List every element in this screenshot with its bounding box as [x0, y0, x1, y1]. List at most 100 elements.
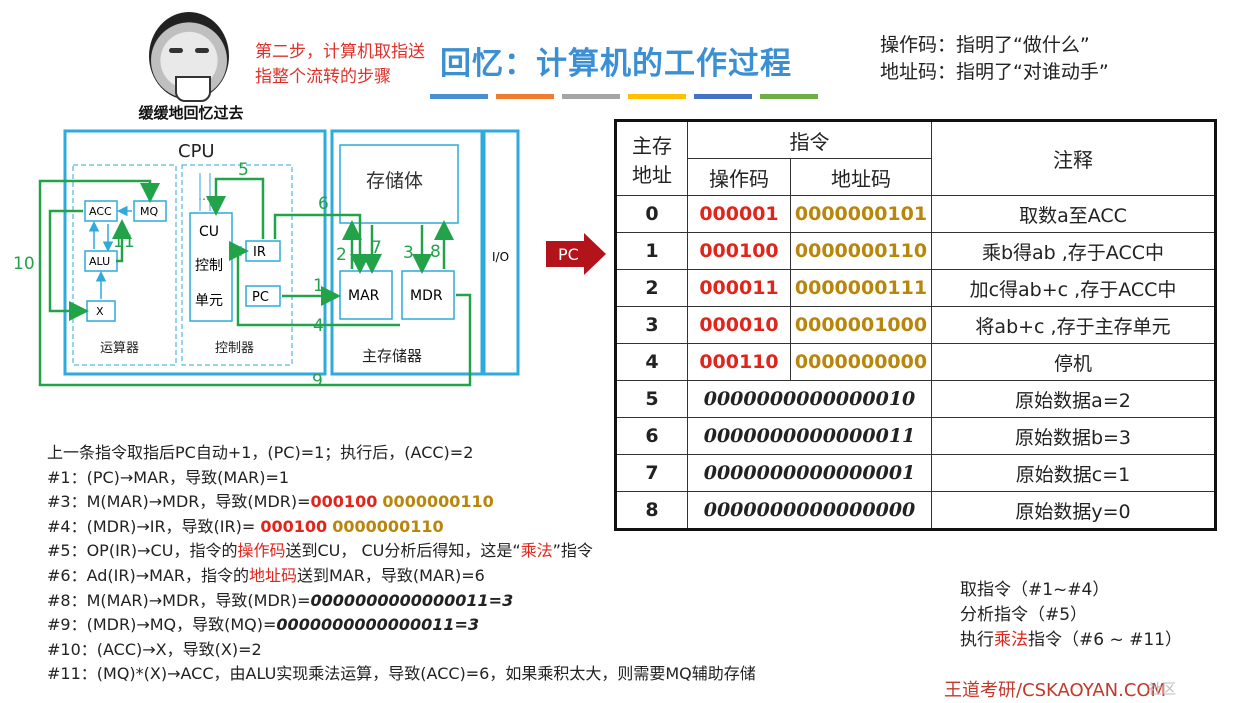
step-line-3: #3：M(MAR)→MDR，导致(MDR)=000100 0000000110 — [47, 490, 756, 515]
io-box — [482, 129, 520, 376]
row-opcode: 000110 — [687, 343, 791, 381]
row-note: 原始数据b=3 — [931, 417, 1216, 455]
step-note: 第二步，计算机取指送指整个流转的步骤 — [255, 42, 425, 87]
row-opcode: 000001 — [687, 195, 791, 233]
row-opcode: 000010 — [687, 306, 791, 344]
addr-header: 主存 地址 — [615, 120, 688, 196]
step-3-address: 0000000110 — [382, 492, 494, 512]
storage-body-label: 存储体 — [366, 170, 423, 192]
step-line-1: #1：(PC)→MAR，导致(MAR)=1 — [47, 467, 290, 487]
pc-pointer-label: PC — [558, 245, 579, 264]
step-4: 4 — [313, 316, 324, 336]
color-bar — [430, 94, 488, 99]
row-note: 原始数据a=2 — [931, 380, 1216, 418]
step-line-11: #11：(MQ)*(X)→ACC，由ALU实现乘法运算，导致(ACC)=6，如果… — [47, 664, 756, 684]
row-address: 0 — [615, 195, 688, 233]
controller-box — [181, 164, 293, 366]
phase-exec-multiply: 乘法 — [994, 630, 1028, 650]
note-header: 注释 — [931, 120, 1216, 196]
row-note: 原始数据c=1 — [931, 454, 1216, 492]
meme-sticker: 缓缓地回忆过去 — [135, 12, 245, 124]
alu-label: ALU — [89, 255, 110, 268]
color-bar — [628, 94, 686, 99]
step-10: 10 — [13, 254, 35, 274]
step-4-opcode: 000100 — [260, 516, 328, 536]
step-4-text: #4：(MDR)→IR，导致(IR)= — [47, 516, 261, 536]
row-address: 5 — [615, 380, 688, 418]
alu-unit-label: 运算器 — [100, 341, 139, 356]
row-opcode: 000011 — [687, 269, 791, 307]
phase-fetch: 取指令（#1~#4） — [960, 580, 1110, 600]
step-1: 1 — [313, 276, 324, 296]
cpu-box — [63, 129, 327, 376]
computer-architecture-diagram: CPU 运算器 控制器 … ACC MQ ALU X CU 控制 单元 IR P… — [13, 129, 520, 391]
addr-header-line2: 地址 — [632, 162, 672, 187]
step-line-10: #10：(ACC)→X，导致(X)=2 — [47, 639, 262, 659]
row-note: 取数a至ACC — [931, 195, 1216, 233]
step-number-labels: 1 2 4 5 6 7 3 8 9 10 11 — [13, 160, 441, 391]
row-address-code: 0000000111 — [790, 269, 932, 307]
row-address: 8 — [615, 491, 688, 530]
step-9: 9 — [312, 371, 323, 391]
step-line-6: #6：Ad(IR)→MAR，指令的地址码送到MAR，导致(MAR)=6 — [47, 564, 756, 589]
cpu-label: CPU — [178, 141, 215, 162]
watermark-text: 社区 — [1148, 682, 1176, 698]
title-color-bars — [430, 94, 818, 99]
cu-line2: 控制 — [195, 258, 223, 274]
x-label: X — [96, 305, 104, 318]
row-address-code: 0000001000 — [790, 306, 932, 344]
opcode-legend: 操作码：指明了“做什么” — [880, 34, 1090, 56]
opcode-header: 操作码 — [687, 158, 791, 196]
row-data-value: 0000000000000001 — [687, 454, 932, 492]
step-6-address-word: 地址码 — [249, 565, 298, 585]
step-5: 5 — [238, 160, 249, 180]
data-flow-arrows — [38, 177, 472, 387]
phase-exec-text: 执行 — [960, 630, 994, 650]
pc-label: PC — [252, 290, 269, 305]
cu-line3: 单元 — [195, 293, 223, 309]
step-8-text: #8：M(MAR)→MDR，导致(MDR)= — [47, 590, 311, 610]
step-5-opcode-word: 操作码 — [237, 541, 286, 561]
row-address: 4 — [615, 343, 688, 381]
mar-label: MAR — [348, 288, 380, 304]
execution-steps: 上一条指令取指后PC自动+1，(PC)=1；执行后，(ACC)=2 #1：(PC… — [47, 441, 756, 687]
step-5-multiply-word: 乘法 — [520, 541, 553, 561]
row-address-code: 0000000101 — [790, 195, 932, 233]
step-6-text: #6：Ad(IR)→MAR，指令的 — [47, 565, 250, 585]
row-note: 加c得ab+c ,存于ACC中 — [931, 269, 1216, 307]
row-note: 原始数据y=0 — [931, 491, 1216, 530]
row-address-code: 0000000000 — [790, 343, 932, 381]
step-9-text: #9：(MDR)→MQ，导致(MQ)= — [47, 615, 277, 635]
mar-register — [339, 270, 393, 320]
step-line-8: #8：M(MAR)→MDR，导致(MDR)=0000000000000011=3 — [47, 589, 756, 614]
phase-execute: 执行乘法指令（#6 ~ #11） — [960, 628, 1182, 653]
step-11: 11 — [113, 232, 135, 252]
mq-label: MQ — [140, 205, 158, 218]
io-label: I/O — [492, 250, 509, 264]
step-7: 7 — [371, 238, 382, 258]
phase-summary: 取指令（#1~#4） 分析指令（#5） 执行乘法指令（#6 ~ #11） — [960, 578, 1182, 653]
row-address: 3 — [615, 306, 688, 344]
step-3-text: #3：M(MAR)→MDR，导致(MDR)= — [47, 492, 311, 512]
meme-left-eye — [169, 48, 183, 53]
address-legend: 地址码：指明了“对谁动手” — [880, 61, 1109, 83]
row-note: 将ab+c ,存于主存单元 — [931, 306, 1216, 344]
step-8-value: 0000000000000011=3 — [310, 590, 514, 610]
main-memory-box — [330, 129, 484, 376]
color-bar — [694, 94, 752, 99]
step-line-9: #9：(MDR)→MQ，导致(MQ)=0000000000000011=3 — [47, 613, 756, 638]
row-data-value: 0000000000000011 — [687, 417, 932, 455]
acc-label: ACC — [89, 205, 112, 218]
step-line-prev: 上一条指令取指后PC自动+1，(PC)=1；执行后，(ACC)=2 — [47, 443, 474, 462]
cu-label: CU — [199, 224, 219, 240]
pc-register — [245, 285, 281, 307]
row-note: 乘b得ab ,存于ACC中 — [931, 232, 1216, 270]
